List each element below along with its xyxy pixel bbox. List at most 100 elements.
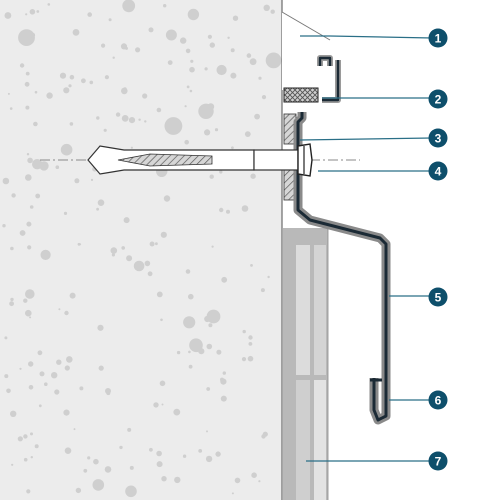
- aggregate-speck: [34, 444, 39, 449]
- aggregate-speck: [250, 173, 256, 179]
- aggregate-speck: [87, 12, 92, 17]
- aggregate-speck: [207, 34, 212, 39]
- aggregate-speck: [153, 402, 159, 408]
- aggregate-speck: [122, 0, 136, 13]
- aggregate-speck: [180, 37, 187, 44]
- aggregate-speck: [246, 53, 252, 58]
- aggregate-speck: [4, 336, 8, 340]
- aggregate-speck: [129, 465, 134, 470]
- aggregate-speck: [73, 428, 76, 431]
- aggregate-speck: [30, 456, 33, 459]
- aggregate-speck: [231, 492, 234, 495]
- leader-lines: [299, 35, 433, 462]
- callout-label-7: 7: [435, 455, 442, 469]
- aggregate-speck: [121, 115, 129, 122]
- spacer-pad: [283, 87, 319, 103]
- aggregate-speck: [232, 15, 239, 21]
- aggregate-speck: [234, 477, 241, 484]
- aggregate-speck: [182, 454, 187, 458]
- aggregate-speck: [159, 380, 166, 387]
- aggregate-speck: [103, 128, 107, 132]
- aggregate-speck: [29, 9, 36, 15]
- aggregate-speck: [23, 298, 28, 303]
- aggregate-speck: [261, 95, 267, 100]
- callout-label-5: 5: [435, 291, 442, 305]
- aggregate-speck: [74, 178, 80, 184]
- aggregate-speck: [27, 157, 33, 164]
- aggregate-speck: [40, 249, 51, 260]
- aggregate-speck: [96, 116, 100, 120]
- aggregate-speck: [9, 107, 13, 110]
- aggregate-speck: [230, 72, 237, 79]
- aggregate-speck: [189, 66, 195, 73]
- aggregate-speck: [160, 318, 163, 322]
- aggregate-speck: [190, 59, 194, 63]
- anchor-screw: [40, 143, 360, 177]
- aggregate-speck: [188, 293, 194, 300]
- concrete-aggregate: [2, 0, 282, 498]
- aggregate-speck: [206, 430, 208, 433]
- aggregate-speck: [165, 29, 177, 41]
- aggregate-speck: [66, 356, 73, 363]
- anchor-screw-thread: [117, 153, 213, 167]
- upper-facade-panel-edge: [281, 11, 331, 41]
- aggregate-speck: [30, 32, 36, 38]
- callout-label-6: 6: [435, 394, 442, 408]
- aggregate-speck: [144, 120, 147, 123]
- aggregate-speck: [231, 146, 234, 150]
- aggregate-speck: [105, 388, 111, 394]
- aggregate-speck: [44, 382, 48, 387]
- aggregate-speck: [127, 427, 132, 432]
- aggregate-speck: [75, 487, 82, 494]
- aggregate-speck: [227, 36, 230, 39]
- insulation-panel-layer-c: [296, 380, 310, 500]
- aggregate-speck: [198, 103, 214, 120]
- aggregate-speck: [130, 146, 133, 149]
- upper-facade-panel-body: [282, 0, 338, 90]
- aggregate-speck: [18, 29, 35, 46]
- aggregate-speck: [26, 153, 30, 156]
- aggregate-speck: [265, 52, 282, 69]
- aggregate-speck: [111, 253, 115, 257]
- aggregate-speck: [248, 335, 253, 340]
- aggregate-speck: [242, 329, 246, 334]
- aggregate-speck: [208, 323, 213, 328]
- aggregate-speck: [161, 476, 167, 482]
- aggregate-speck: [28, 385, 34, 390]
- aggregate-speck: [10, 246, 14, 251]
- aggregate-speck: [69, 292, 76, 299]
- aggregate-speck: [110, 247, 118, 254]
- aggregate-speck: [11, 193, 16, 198]
- aggregate-speck: [142, 93, 148, 99]
- aggregate-speck: [189, 338, 203, 353]
- aggregate-speck: [63, 409, 70, 416]
- aggregate-speck: [248, 342, 253, 346]
- aggregate-speck: [230, 48, 235, 53]
- aggregate-speck: [160, 231, 167, 238]
- aggregate-speck: [11, 463, 14, 466]
- aggregate-speck: [204, 129, 211, 136]
- aggregate-speck: [260, 288, 265, 293]
- aggregate-speck: [163, 3, 167, 8]
- aggregate-speck: [188, 350, 191, 354]
- aggregate-speck: [220, 395, 227, 402]
- aggregate-speck: [97, 199, 105, 206]
- aggregate-speck: [156, 107, 162, 113]
- callout-badge-1: 1: [428, 28, 448, 48]
- aggregate-speck: [28, 361, 34, 367]
- aggregate-speck: [38, 163, 41, 166]
- aggregate-speck: [2, 177, 10, 185]
- aggregate-speck: [198, 348, 205, 355]
- aggregate-speck: [215, 451, 221, 457]
- aggregate-speck: [135, 47, 141, 53]
- insulation-panel: [283, 228, 329, 500]
- aggregate-speck: [2, 224, 6, 228]
- aggregate-speck: [209, 174, 214, 179]
- callout-label-3: 3: [435, 132, 442, 146]
- aggregate-speck: [241, 357, 247, 362]
- aggregate-speck: [185, 48, 191, 54]
- concrete-wall: [0, 0, 283, 500]
- callout-label-1: 1: [435, 32, 442, 46]
- aggregate-speck: [92, 479, 105, 491]
- insulation-panel-layer-b: [314, 245, 326, 375]
